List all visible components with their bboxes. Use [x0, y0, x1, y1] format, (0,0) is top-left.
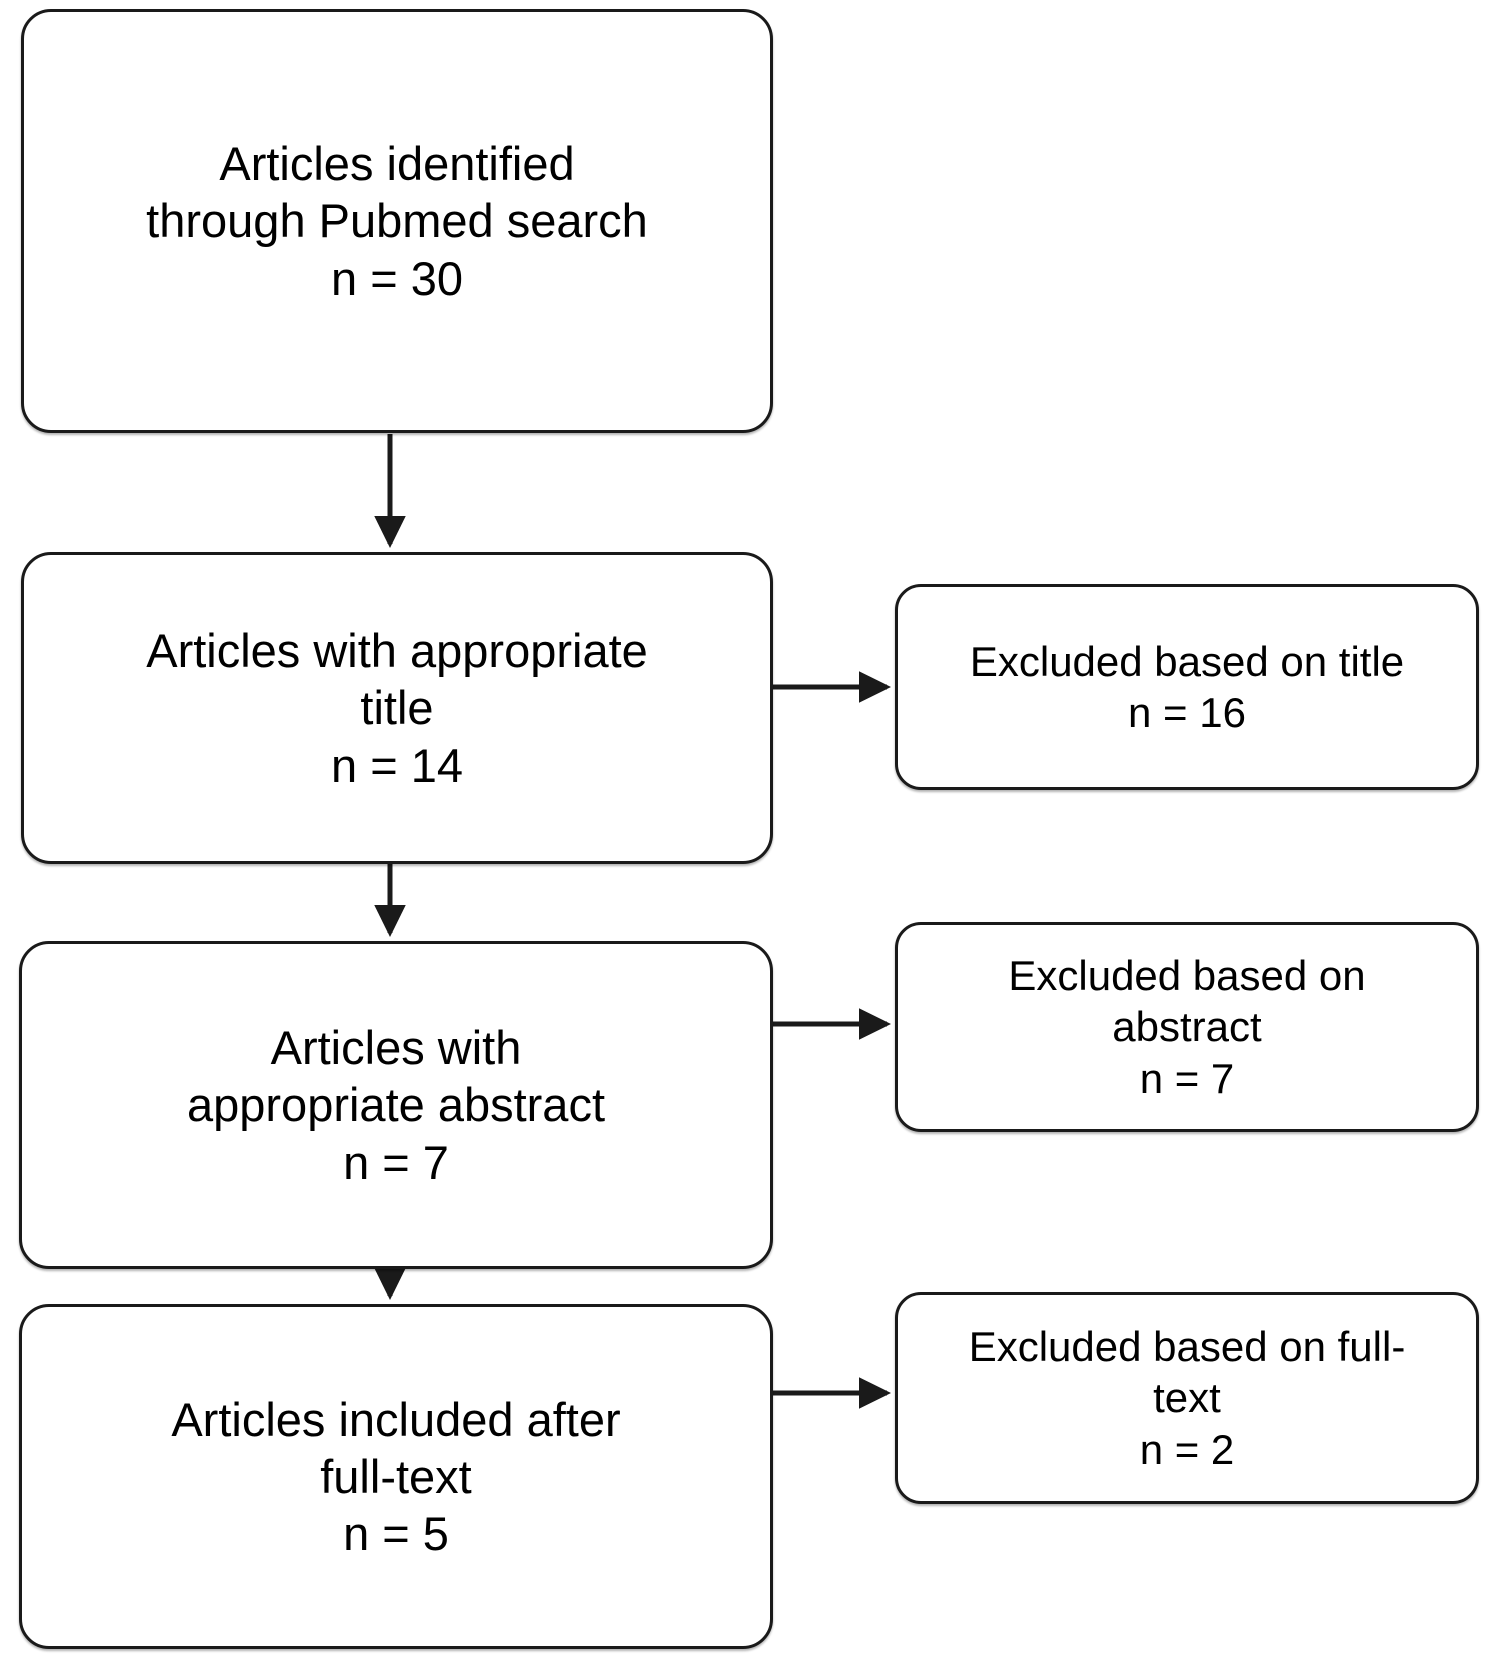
node-articles-identified: Articles identified through Pubmed searc… — [21, 9, 773, 433]
node-excluded-based-on-abstract: Excluded based on abstract n = 7 — [895, 922, 1479, 1132]
node-articles-appropriate-abstract: Articles with appropriate abstract n = 7 — [19, 941, 773, 1269]
node-articles-included-after-full-text: Articles included after full-text n = 5 — [19, 1304, 773, 1649]
node-excluded-based-on-full-text: Excluded based on full- text n = 2 — [895, 1292, 1479, 1504]
node-articles-appropriate-title: Articles with appropriate title n = 14 — [21, 552, 773, 864]
node-excluded-based-on-title: Excluded based on title n = 16 — [895, 584, 1479, 790]
